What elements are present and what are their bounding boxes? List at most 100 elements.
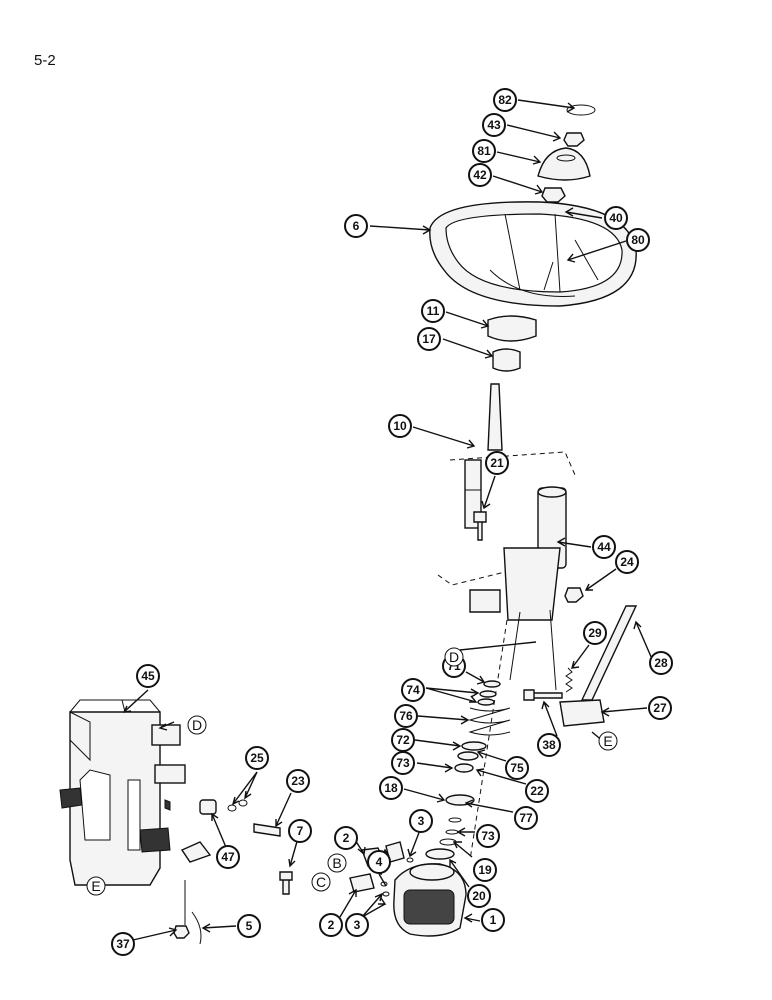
callout-label: 75 bbox=[510, 761, 524, 775]
callout-label: 22 bbox=[530, 784, 544, 798]
callout-label: 1 bbox=[490, 913, 497, 927]
part-bolt-21 bbox=[473, 511, 487, 541]
callout-40: 40 bbox=[604, 206, 628, 230]
letter-marker-c: C bbox=[311, 872, 331, 892]
callout-label: 21 bbox=[490, 456, 504, 470]
callout-17: 17 bbox=[417, 327, 441, 351]
page-number: 5-2 bbox=[34, 52, 56, 69]
callout-label: 40 bbox=[609, 211, 623, 225]
callout-45: 45 bbox=[136, 664, 160, 688]
callout-44: 44 bbox=[592, 535, 616, 559]
callout-circle bbox=[401, 678, 425, 702]
callout-circle bbox=[472, 139, 496, 163]
part-oring-25a bbox=[227, 804, 237, 812]
callout-circle bbox=[237, 914, 261, 938]
callout-label: 5 bbox=[246, 919, 253, 933]
callout-label: 27 bbox=[653, 701, 667, 715]
callout-circle bbox=[476, 824, 500, 848]
letter-circle bbox=[311, 872, 331, 892]
callout-label: 24 bbox=[620, 555, 634, 569]
callout-47: 47 bbox=[216, 845, 240, 869]
leader-lines bbox=[122, 99, 653, 941]
callout-75: 75 bbox=[505, 756, 529, 780]
callout-43: 43 bbox=[482, 113, 506, 137]
part-steering-column bbox=[469, 486, 567, 691]
callout-80: 80 bbox=[626, 228, 650, 252]
callout-label: 43 bbox=[487, 118, 501, 132]
letter-marker-b: B bbox=[327, 853, 347, 873]
callout-circle bbox=[136, 664, 160, 688]
callout-circle bbox=[468, 163, 492, 187]
letter-label: D bbox=[192, 717, 202, 733]
letter-label: D bbox=[449, 649, 459, 665]
callout-circle bbox=[216, 845, 240, 869]
callout-7: 7 bbox=[288, 819, 312, 843]
letter-label: E bbox=[603, 733, 612, 749]
callout-6: 6 bbox=[344, 214, 368, 238]
callout-label: 23 bbox=[291, 774, 305, 788]
letter-circle bbox=[187, 715, 207, 735]
callout-20: 20 bbox=[467, 884, 491, 908]
callout-21: 21 bbox=[485, 451, 509, 475]
callout-37: 37 bbox=[111, 932, 135, 956]
part-steering-wheel bbox=[429, 201, 637, 307]
callout-circle bbox=[379, 776, 403, 800]
callout-label: 45 bbox=[141, 669, 155, 683]
callout-label: 29 bbox=[588, 626, 602, 640]
callouts-layer: 8243814240680111710214424282927717476387… bbox=[111, 88, 673, 956]
part-hub-bearing bbox=[492, 348, 521, 372]
letter-label: B bbox=[332, 855, 341, 871]
callout-label: 19 bbox=[478, 863, 492, 877]
callout-label: 37 bbox=[116, 937, 130, 951]
callout-38: 38 bbox=[537, 733, 561, 757]
callout-label: 18 bbox=[384, 781, 398, 795]
callout-2a: 2 bbox=[334, 826, 358, 850]
callout-77: 77 bbox=[514, 806, 538, 830]
callout-label: 3 bbox=[354, 918, 361, 932]
part-steering-shaft bbox=[464, 383, 503, 529]
callout-label: 20 bbox=[472, 889, 486, 903]
callout-label: 72 bbox=[396, 733, 410, 747]
callout-circle bbox=[485, 451, 509, 475]
callout-circle bbox=[525, 779, 549, 803]
callout-24: 24 bbox=[615, 550, 639, 574]
callout-73b: 73 bbox=[476, 824, 500, 848]
callout-circle bbox=[626, 228, 650, 252]
callout-label: 28 bbox=[654, 656, 668, 670]
callout-circle bbox=[319, 913, 343, 937]
callout-circle bbox=[482, 113, 506, 137]
callout-circle bbox=[409, 809, 433, 833]
callout-label: 3 bbox=[418, 814, 425, 828]
callout-circle bbox=[417, 327, 441, 351]
part-column-bracket bbox=[59, 699, 186, 886]
callout-circle bbox=[537, 733, 561, 757]
callout-label: 74 bbox=[406, 683, 420, 697]
callout-circle bbox=[388, 414, 412, 438]
part-bolt-38 bbox=[523, 689, 563, 701]
callout-circle bbox=[288, 819, 312, 843]
part-pin-23 bbox=[253, 823, 281, 837]
callout-circle bbox=[391, 751, 415, 775]
callout-18: 18 bbox=[379, 776, 403, 800]
callout-23: 23 bbox=[286, 769, 310, 793]
callout-label: 17 bbox=[422, 332, 436, 346]
letter-circle bbox=[327, 853, 347, 873]
callout-circle bbox=[505, 756, 529, 780]
callout-label: 2 bbox=[328, 918, 335, 932]
callout-10: 10 bbox=[388, 414, 412, 438]
letter-circle bbox=[598, 731, 618, 751]
callout-circle bbox=[583, 621, 607, 645]
callout-22: 22 bbox=[525, 779, 549, 803]
callout-label: 6 bbox=[353, 219, 360, 233]
callout-25: 25 bbox=[245, 746, 269, 770]
callout-label: 25 bbox=[250, 751, 264, 765]
callout-circle bbox=[481, 908, 505, 932]
callout-label: 4 bbox=[376, 855, 383, 869]
part-oring-25b bbox=[238, 799, 248, 807]
callout-label: 47 bbox=[221, 850, 235, 864]
callout-label: 76 bbox=[399, 709, 413, 723]
callout-circle bbox=[592, 535, 616, 559]
callout-5: 5 bbox=[237, 914, 261, 938]
